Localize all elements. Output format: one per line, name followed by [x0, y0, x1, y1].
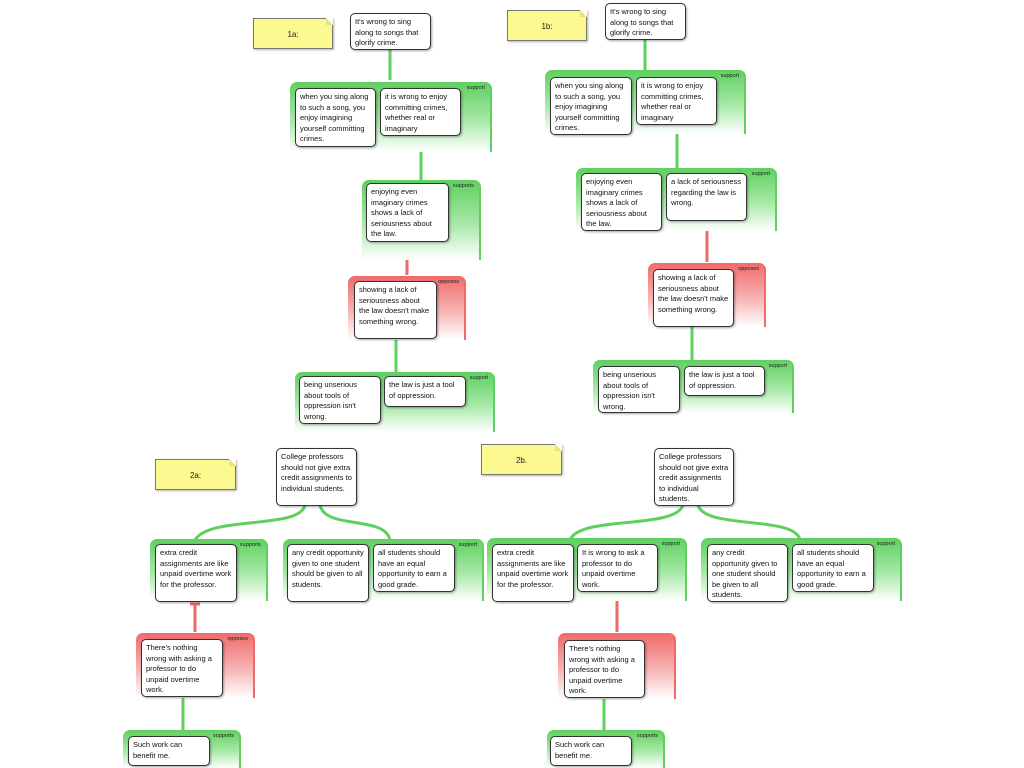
support-label: support — [469, 375, 488, 381]
premise-box[interactable]: when you sing along to such a song, you … — [550, 77, 632, 135]
objection-box[interactable]: There's nothing wrong with asking a prof… — [141, 639, 223, 697]
oppose-label: opposes — [227, 636, 248, 642]
oppose-label: opposes — [738, 266, 759, 272]
premise-box[interactable]: extra credit assignments are like unpaid… — [155, 544, 237, 602]
oppose-label: opposes — [438, 279, 459, 285]
objection-box[interactable]: There's nothing wrong with asking a prof… — [564, 640, 645, 698]
support-label: support — [751, 171, 770, 177]
map-label-note: 2b. — [481, 444, 562, 475]
premise-box[interactable]: all students should have an equal opport… — [373, 544, 455, 592]
premise-box[interactable]: it is wrong to enjoy committing crimes, … — [636, 77, 717, 125]
premise-box[interactable]: any credit opportunity given to one stud… — [287, 544, 369, 602]
map-label: 2a: — [189, 471, 202, 480]
support-label: supports — [636, 733, 658, 739]
premise-box[interactable]: being unserious about tools of oppressio… — [299, 376, 381, 424]
premise-box[interactable]: the law is just a tool of oppression. — [684, 366, 765, 396]
premise-box[interactable]: It is wrong to ask a professor to do unp… — [577, 544, 658, 592]
premise-box[interactable]: being unserious about tools of oppressio… — [598, 366, 680, 413]
map-label-note: 2a: — [155, 459, 236, 490]
support-label: support — [876, 541, 895, 547]
premise-box[interactable]: when you sing along to such a song, you … — [295, 88, 376, 147]
support-label: supports — [239, 542, 261, 548]
link-2b-reasonB — [696, 504, 802, 541]
claim-box[interactable]: College professors should not give extra… — [654, 448, 734, 506]
premise-box[interactable]: any credit opportunity given to one stud… — [707, 544, 788, 602]
link-2a-reasonA — [193, 504, 307, 541]
support-label: support — [720, 73, 739, 79]
map-label: 1a: — [287, 30, 299, 39]
premise-box[interactable]: extra credit assignments are like unpaid… — [492, 544, 574, 602]
rebuttal-box[interactable]: Such work can benefit me. — [550, 736, 632, 766]
claim-box[interactable]: It's wrong to sing along to songs that g… — [605, 3, 686, 40]
support-label: supports — [452, 183, 474, 189]
premise-box[interactable]: it is wrong to enjoy committing crimes, … — [380, 88, 461, 136]
link-2a-objection — [190, 602, 200, 632]
support-label: support — [661, 541, 680, 547]
premise-box[interactable]: all students should have an equal opport… — [792, 544, 874, 592]
premise-box[interactable]: enjoying even imaginary crimes shows a l… — [581, 173, 662, 231]
premise-box[interactable]: a lack of seriousness regarding the law … — [666, 173, 747, 221]
link-2b-reasonA — [568, 504, 685, 541]
support-label: support — [768, 363, 787, 369]
map-label: 2b. — [515, 456, 528, 465]
support-label: supports — [212, 733, 234, 739]
rebuttal-box[interactable]: Such work can benefit me. — [128, 736, 210, 766]
claim-box[interactable]: College professors should not give extra… — [276, 448, 357, 506]
objection-box[interactable]: showing a lack of seriousness about the … — [354, 281, 437, 339]
map-label: 1b: — [541, 22, 553, 31]
objection-box[interactable]: showing a lack of seriousness about the … — [653, 269, 734, 327]
map-label-note: 1a: — [253, 18, 333, 49]
premise-box[interactable]: enjoying even imaginary crimes shows a l… — [366, 183, 449, 242]
support-label: support — [466, 85, 485, 91]
premise-box[interactable]: the law is just a tool of oppression. — [384, 376, 466, 407]
map-label-note: 1b: — [507, 10, 587, 41]
claim-box[interactable]: It's wrong to sing along to songs that g… — [350, 13, 431, 50]
support-label: support — [458, 542, 477, 548]
link-2a-reasonB — [318, 504, 392, 541]
